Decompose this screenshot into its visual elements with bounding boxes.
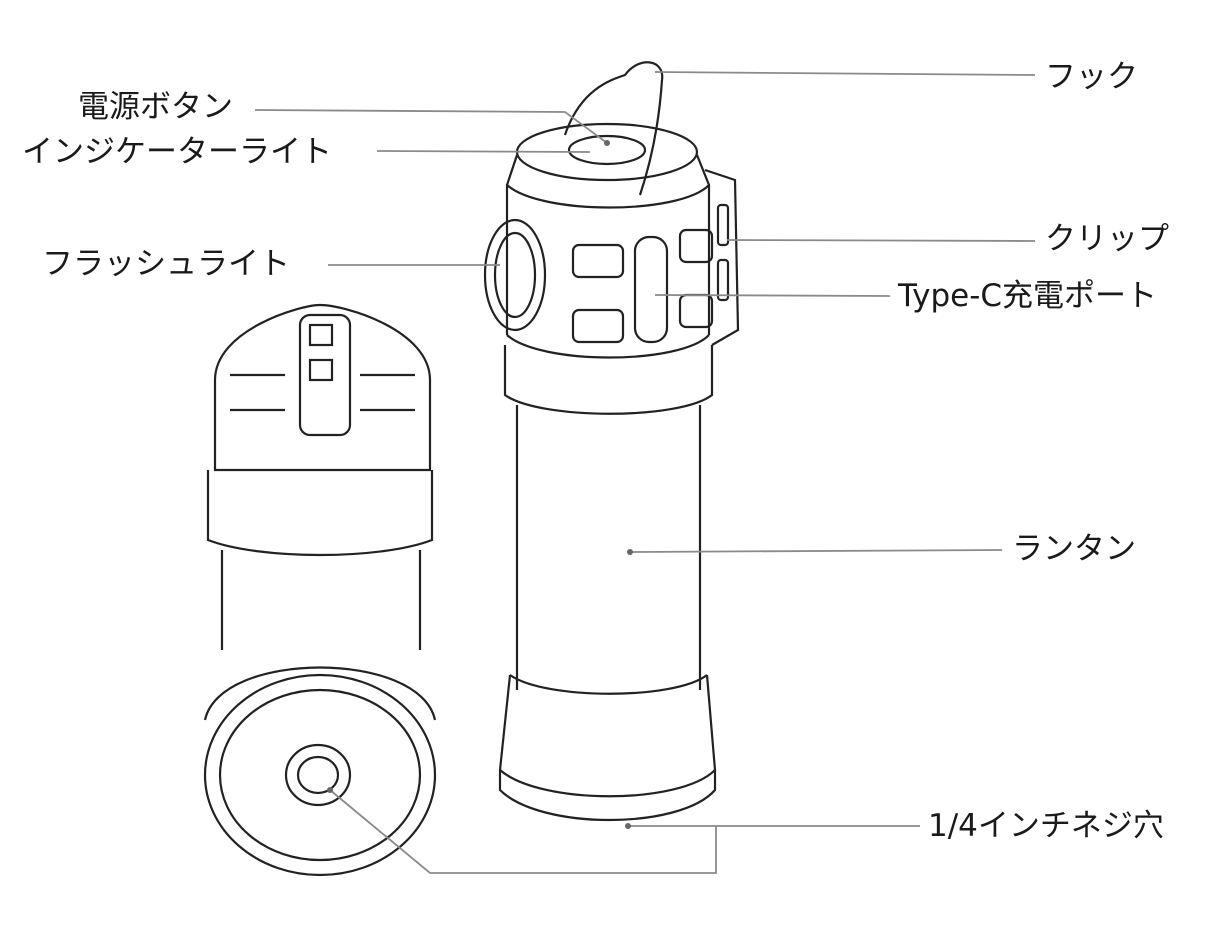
- label-hook: フック: [1045, 59, 1138, 95]
- tripod-hole: [296, 755, 340, 795]
- label-lantern: ランタン: [1012, 531, 1136, 567]
- lying-lantern-drawing: [203, 303, 437, 877]
- leader-lines: [254, 71, 1036, 874]
- type-c-port: [633, 235, 669, 344]
- label-indicator-light: インジケーターライト: [22, 134, 332, 170]
- upright-lantern-drawing: [483, 61, 740, 822]
- label-flashlight: フラッシュライト: [42, 246, 290, 282]
- hook: [563, 61, 664, 196]
- power-button: [567, 134, 647, 166]
- label-type-c-port: Type-C充電ポート: [898, 278, 1158, 314]
- label-tripod-hole: 1/4インチネジ穴: [928, 808, 1164, 844]
- clip: [704, 168, 740, 346]
- label-clip: クリップ: [1045, 221, 1169, 257]
- label-power-button: 電源ボタン: [78, 89, 233, 125]
